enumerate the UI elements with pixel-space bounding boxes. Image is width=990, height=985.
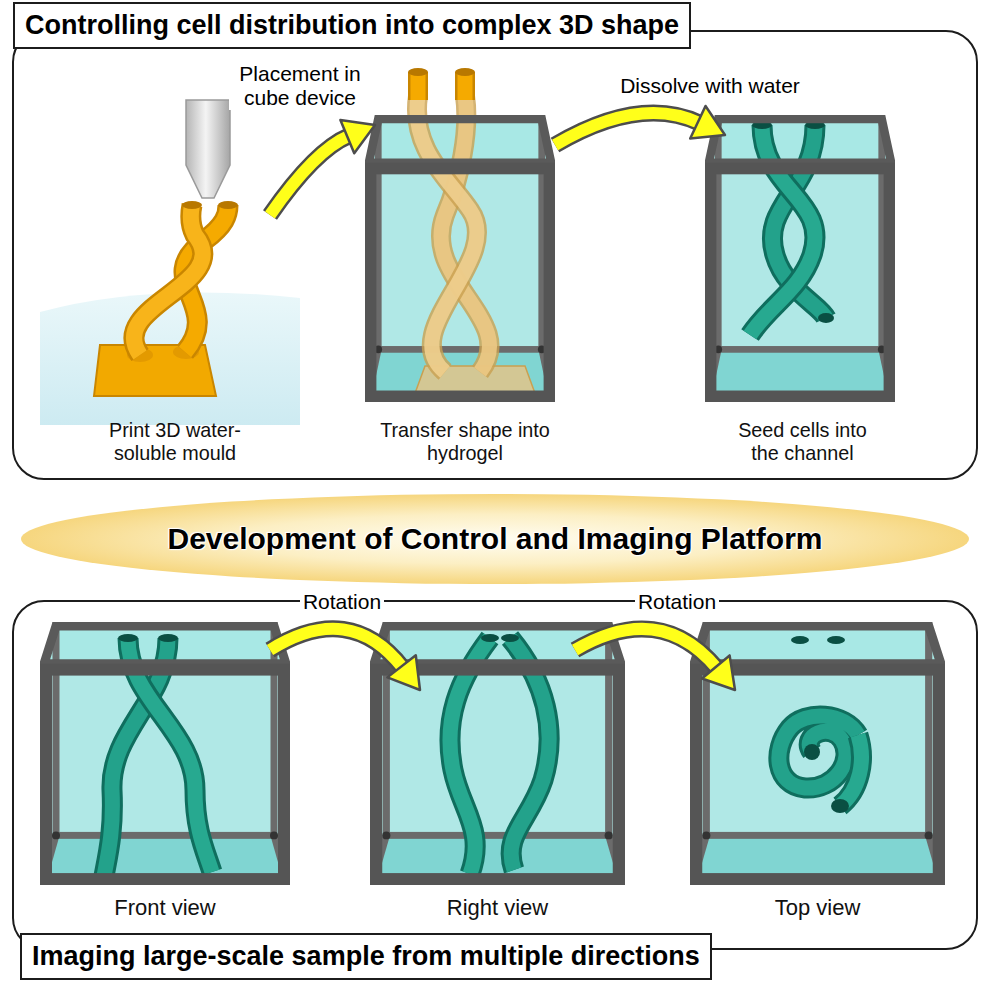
channel-right-view-part <box>501 634 519 642</box>
step-caption: Front view <box>114 895 215 920</box>
step-box: Print 3D water-soluble mould <box>80 80 270 465</box>
channel-top-view-part <box>840 735 861 806</box>
step-caption: Transfer shape into hydrogel <box>375 419 555 465</box>
band-ellipse-fill <box>21 494 969 584</box>
arrow-outline <box>575 629 717 669</box>
embedded-mould-part <box>408 68 428 76</box>
view-box: Top view <box>735 615 900 920</box>
printed-mould-part <box>182 201 202 209</box>
section-panel: Imaging large-scale sample from multiple… <box>12 600 978 950</box>
view-box: Front view <box>60 615 270 920</box>
cube-frame-part <box>694 626 941 879</box>
arrow-outline <box>270 629 403 668</box>
embedded-mould-part <box>458 72 473 100</box>
printed-mould-part <box>218 201 238 209</box>
band-title: Development of Control and Imaging Platf… <box>167 522 822 556</box>
printed-mould-part-part <box>134 205 203 355</box>
channel-top-view-part <box>791 636 809 644</box>
cell-channel <box>750 121 834 335</box>
cell-channel-part <box>750 125 815 335</box>
curved-arrow <box>555 106 725 145</box>
channel-right-view-part <box>481 634 499 642</box>
channel-top-view-part <box>779 716 858 788</box>
printed-mould-part <box>186 100 230 198</box>
arrow-shaft <box>270 136 349 215</box>
arrow-head <box>702 655 735 690</box>
cube-device-part <box>40 622 290 885</box>
embedded-mould-part <box>417 96 477 372</box>
embedded-mould-part <box>455 72 475 100</box>
arrow-outline <box>270 136 349 215</box>
cell-channel-part <box>818 313 834 323</box>
section-panel: Controlling cell distribution into compl… <box>12 30 978 480</box>
cube-frame-part <box>374 626 621 879</box>
cell-channel-part <box>750 125 815 335</box>
edge-label: Rotation <box>300 590 384 614</box>
curved-arrow <box>270 629 420 690</box>
channel-top-view-part <box>840 735 861 806</box>
embedded-mould-part <box>417 96 477 372</box>
view-box: Right view <box>420 615 575 920</box>
step-box: Seed cells into the channel <box>725 80 880 465</box>
channel-front-view-part <box>158 634 178 642</box>
edge-label: Dissolve with water <box>617 74 803 98</box>
arrow-head <box>690 106 725 139</box>
step-box: Transfer shape into hydrogel <box>375 80 555 465</box>
step-caption: Print 3D water-soluble mould <box>80 419 270 465</box>
section-title: Controlling cell distribution into compl… <box>13 2 691 49</box>
arrow-head <box>387 655 420 690</box>
arrow-shaft <box>270 629 403 668</box>
cube-frame-part <box>709 119 891 396</box>
section-title: Imaging large-scale sample from multiple… <box>20 933 712 980</box>
step-caption: Right view <box>447 895 548 920</box>
channel-top-view-part <box>804 744 820 760</box>
curved-arrow <box>270 120 375 215</box>
printed-mould-part <box>134 205 228 355</box>
band-ellipse: Development of Control and Imaging Platf… <box>20 493 970 585</box>
step-caption: Seed cells into the channel <box>725 419 880 465</box>
channel-top-view-part <box>827 636 845 644</box>
cube-frame-part <box>44 626 286 879</box>
arrow-head <box>340 120 375 153</box>
cube-device-part <box>705 115 895 402</box>
step-caption: Top view <box>775 895 861 920</box>
edge-label: Rotation <box>635 590 719 614</box>
arrow-shaft <box>575 629 717 669</box>
channel-top-view-part <box>779 716 858 788</box>
printed-mould-part-part <box>134 205 203 355</box>
arrow-outline <box>555 113 700 145</box>
embedded-mould-part <box>455 68 475 76</box>
arrow-shaft <box>555 113 700 145</box>
channel-front-view-part <box>118 634 138 642</box>
curved-arrow <box>575 629 735 690</box>
cube-device-part <box>370 622 625 885</box>
cube-frame-part <box>369 119 551 396</box>
edge-label: Placement in cube device <box>229 62 371 110</box>
embedded-mould-part <box>411 72 426 100</box>
embedded-mould-part <box>408 72 428 100</box>
channel-top-view-part <box>831 799 849 813</box>
printed-mould-part <box>40 292 300 425</box>
printed-mould <box>40 100 300 425</box>
cube-device-part <box>690 622 945 885</box>
